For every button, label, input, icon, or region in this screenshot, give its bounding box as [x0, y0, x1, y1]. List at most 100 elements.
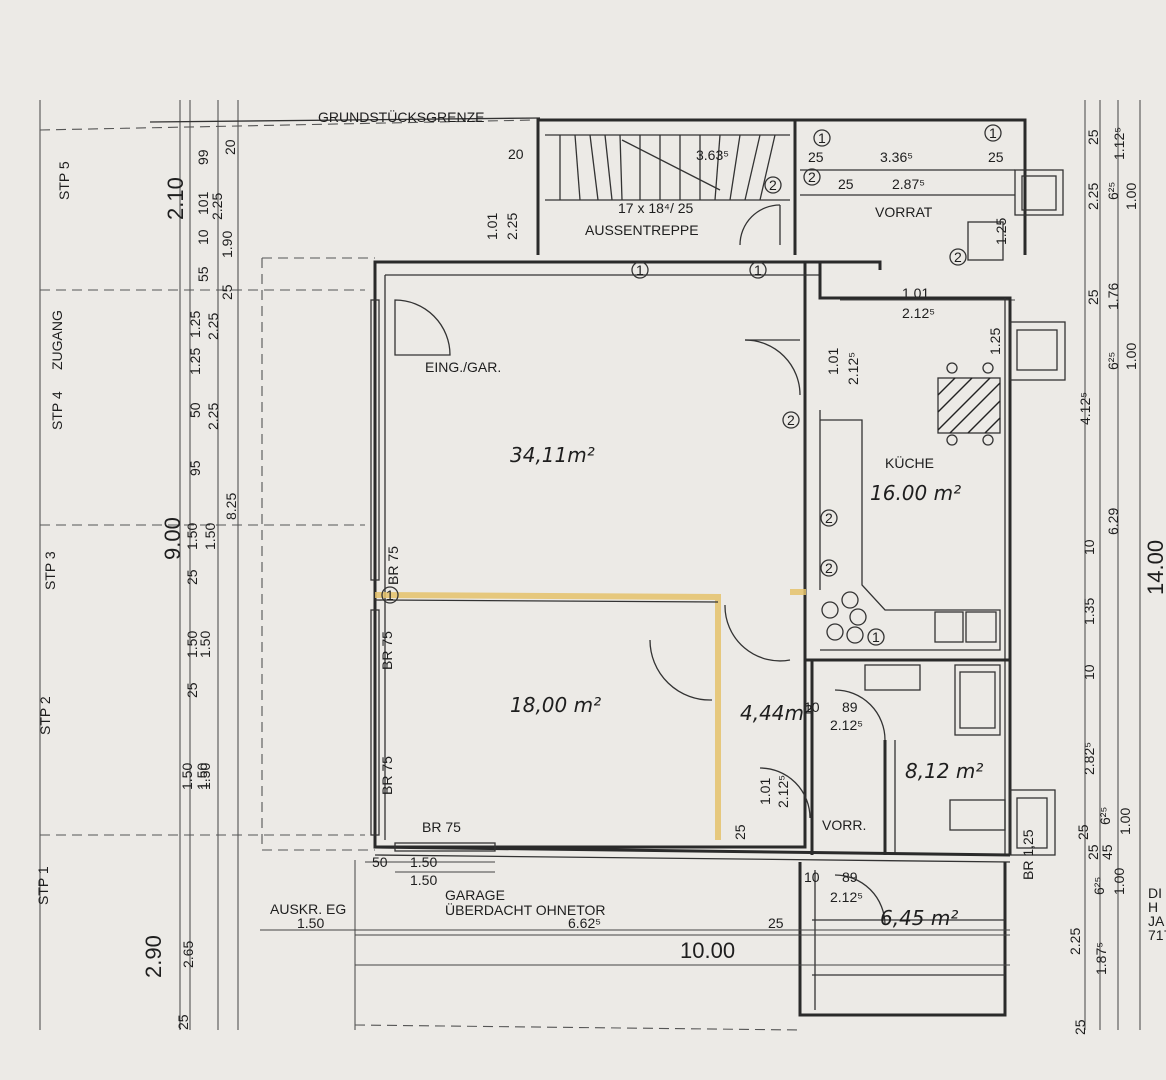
partition-wall — [374, 599, 719, 603]
left-dim-column-2: 20 2.25 1.90 25 2.25 2.25 1.50 1.50 1.50 — [197, 139, 238, 790]
kitchen-fixtures — [820, 362, 1006, 831]
small-room-1-area: 4,44m² — [740, 701, 812, 725]
vorrat-dim-125: 1.25 — [993, 218, 1009, 245]
left-dim-column-1: 99 10 101 55 1.25 1.25 50 95 1.50 25 1.5… — [175, 149, 211, 1030]
dim-150-a: 1.50 — [410, 854, 437, 870]
doors — [394, 299, 886, 926]
dim-2125-c: 2.12⁵ — [775, 775, 791, 808]
bottom-dim-lines — [260, 860, 1010, 1031]
dim-2125-b: 2.12⁵ — [830, 717, 863, 733]
svg-text:101: 101 — [195, 191, 211, 215]
svg-text:1.50: 1.50 — [179, 763, 195, 790]
svg-text:6²⁵: 6²⁵ — [1097, 807, 1113, 825]
stp-5-label: STP 5 — [56, 161, 72, 200]
stp-3-label: STP 3 — [42, 551, 58, 590]
dim-1400: 14.00 — [1143, 540, 1166, 595]
svg-text:6.29: 6.29 — [1105, 508, 1121, 535]
svg-text:1.00: 1.00 — [1117, 808, 1133, 835]
garage-sub-label: ÜBERDACHT OHNETOR — [445, 901, 606, 918]
svg-text:10: 10 — [1081, 664, 1097, 680]
dim-2125-d: 2.12⁵ — [830, 889, 863, 905]
svg-text:2.82⁵: 2.82⁵ — [1081, 742, 1097, 775]
svg-text:1: 1 — [872, 629, 880, 645]
dim-2125-a: 2.12⁵ — [845, 352, 861, 385]
stair-dim-20: 20 — [508, 146, 524, 162]
dim-290: 2.90 — [141, 935, 166, 978]
svg-text:1.50: 1.50 — [194, 763, 210, 790]
svg-text:1.35: 1.35 — [1081, 598, 1097, 625]
svg-text:1.00: 1.00 — [1111, 868, 1127, 895]
br75-label-1: BR 75 — [385, 546, 401, 585]
highlighted-wall — [374, 592, 721, 840]
vorrat-label: VORRAT — [875, 204, 933, 220]
svg-text:1: 1 — [989, 125, 997, 141]
dim-25-c: 25 — [732, 824, 748, 840]
svg-text:1: 1 — [818, 130, 826, 146]
dim-1000: 10.00 — [680, 938, 735, 963]
svg-text:2.25: 2.25 — [205, 403, 221, 430]
svg-text:25: 25 — [1075, 824, 1091, 840]
svg-text:1.00: 1.00 — [1123, 343, 1139, 370]
svg-text:4.12⁵: 4.12⁵ — [1077, 392, 1093, 425]
zugang-label: ZUGANG — [49, 310, 65, 370]
svg-text:DI: DI — [1148, 885, 1162, 901]
svg-text:95: 95 — [187, 460, 203, 476]
svg-text:JA: JA — [1148, 913, 1165, 929]
stair-block — [536, 118, 797, 255]
dim-89-b: 89 — [842, 869, 858, 885]
dim-125-b: 1.25 — [987, 328, 1003, 355]
stp-2-label: STP 2 — [37, 696, 53, 735]
vorrat-dim-25b: 25 — [988, 149, 1004, 165]
br75-label-2: BR 75 — [379, 631, 395, 670]
svg-text:7171: 7171 — [1148, 927, 1166, 943]
dim-50: 50 — [372, 854, 388, 870]
svg-text:2: 2 — [787, 412, 795, 428]
br75-label-4: BR 75 — [422, 819, 461, 835]
dim-101-a: 1.01 — [825, 348, 841, 375]
main-walls — [373, 260, 1012, 1017]
svg-text:1.90: 1.90 — [219, 231, 235, 258]
svg-text:2: 2 — [825, 510, 833, 526]
svg-text:1.50: 1.50 — [184, 523, 200, 550]
svg-text:25: 25 — [219, 284, 235, 300]
svg-text:1: 1 — [386, 587, 394, 603]
stp-strips — [39, 100, 536, 1030]
eing-gar-area: 34,11m² — [510, 443, 595, 467]
kueche-area: 16.00 m² — [870, 481, 961, 505]
room-18-area: 18,00 m² — [510, 693, 601, 717]
eing-gar-label: EING./GAR. — [425, 359, 501, 375]
dim-150-c: 1.50 — [297, 915, 324, 931]
svg-text:2: 2 — [825, 560, 833, 576]
svg-text:1.25: 1.25 — [187, 311, 203, 338]
kueche-label: KÜCHE — [885, 454, 934, 471]
dim-10-a: 10 — [804, 699, 820, 715]
svg-text:1.50: 1.50 — [197, 763, 213, 790]
svg-text:45: 45 — [1099, 844, 1115, 860]
dim-6625: 6.62⁵ — [568, 915, 601, 931]
svg-text:25: 25 — [184, 569, 200, 585]
br125-label: BR 1,25 — [1020, 829, 1036, 880]
svg-text:25: 25 — [1085, 844, 1101, 860]
svg-text:1.12⁵: 1.12⁵ — [1111, 127, 1127, 160]
svg-text:2: 2 — [954, 249, 962, 265]
stair-spec-label: 17 x 18⁴/ 25 — [618, 200, 694, 216]
dim-210: 2.10 — [163, 177, 188, 220]
svg-text:1.50: 1.50 — [202, 523, 218, 550]
vorrat-room — [795, 118, 1064, 301]
vorrat-dim-25c: 25 — [838, 176, 854, 192]
grundstuecksgrenze-label: GRUNDSTÜCKSGRENZE — [318, 108, 484, 125]
right-dim-lines — [1084, 100, 1141, 1030]
svg-text:H: H — [1148, 899, 1158, 915]
svg-text:1.00: 1.00 — [1123, 183, 1139, 210]
svg-text:2.25: 2.25 — [1085, 183, 1101, 210]
stair-dim-225: 2.25 — [504, 213, 520, 240]
stair-width-label: 3.63⁵ — [696, 147, 729, 163]
dim-101-b: 1.01 — [757, 778, 773, 805]
svg-text:2.25: 2.25 — [205, 313, 221, 340]
svg-text:1: 1 — [754, 262, 762, 278]
svg-text:1: 1 — [636, 262, 644, 278]
small-room-3-area: 6,45 m² — [880, 906, 958, 930]
windows — [370, 299, 1066, 856]
property-line — [149, 117, 541, 123]
br75-label-3: BR 75 — [379, 756, 395, 795]
